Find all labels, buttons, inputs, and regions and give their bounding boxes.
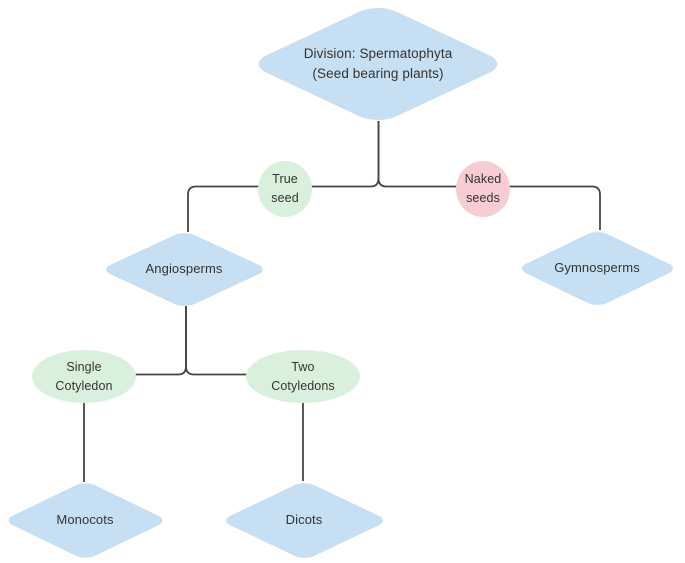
node-label: Division: Spermatophyta (Seed bearing pl… (248, 3, 508, 125)
node-gymnosperms[interactable]: Gymnosperms (515, 228, 679, 308)
label-line: Two (291, 359, 315, 374)
label-line: seeds (466, 191, 500, 205)
node-label: Gymnosperms (516, 229, 678, 307)
ellipse-shape (246, 350, 360, 403)
node-label: Naked seeds (456, 161, 510, 217)
label-line: Dicots (285, 511, 323, 527)
label-line: Cotyledon (55, 378, 113, 393)
node-division-spermatophyta[interactable]: Division: Spermatophyta (Seed bearing pl… (247, 2, 509, 126)
ellipse-shape (456, 161, 510, 217)
ellipse-shape (32, 350, 136, 403)
node-monocots[interactable]: Monocots (2, 480, 168, 560)
label-line: Naked (464, 172, 502, 187)
node-label: Two Cotyledons (246, 350, 360, 403)
label-line: (Seed bearing plants) (312, 66, 444, 81)
node-label: Single Cotyledon (32, 350, 136, 403)
node-angiosperms[interactable]: Angiosperms (99, 229, 269, 309)
node-label: True seed (258, 161, 312, 217)
label-line: Cotyledons (271, 378, 335, 393)
label-line: Single (66, 359, 102, 374)
node-naked-seeds[interactable]: Naked seeds (456, 161, 510, 217)
ellipse-shape (258, 161, 312, 217)
node-label: Dicots (220, 480, 388, 560)
node-two-cotyledons[interactable]: Two Cotyledons (246, 350, 360, 403)
node-dicots[interactable]: Dicots (219, 479, 389, 561)
node-label: Angiosperms (100, 230, 268, 308)
label-line: Angiosperms (145, 260, 223, 276)
label-line: seed (271, 191, 299, 205)
label-line: True (272, 172, 298, 187)
node-true-seed[interactable]: True seed (258, 161, 312, 217)
node-single-cotyledon[interactable]: Single Cotyledon (32, 350, 136, 403)
label-line: Division: Spermatophyta (303, 46, 453, 62)
edge-angiosperms-two-cotyledons (185, 306, 248, 376)
label-line: Gymnosperms (554, 259, 640, 275)
edge-angiosperms-single-cotyledon (134, 306, 187, 376)
node-label: Monocots (2, 480, 168, 560)
label-line: Monocots (56, 511, 114, 527)
